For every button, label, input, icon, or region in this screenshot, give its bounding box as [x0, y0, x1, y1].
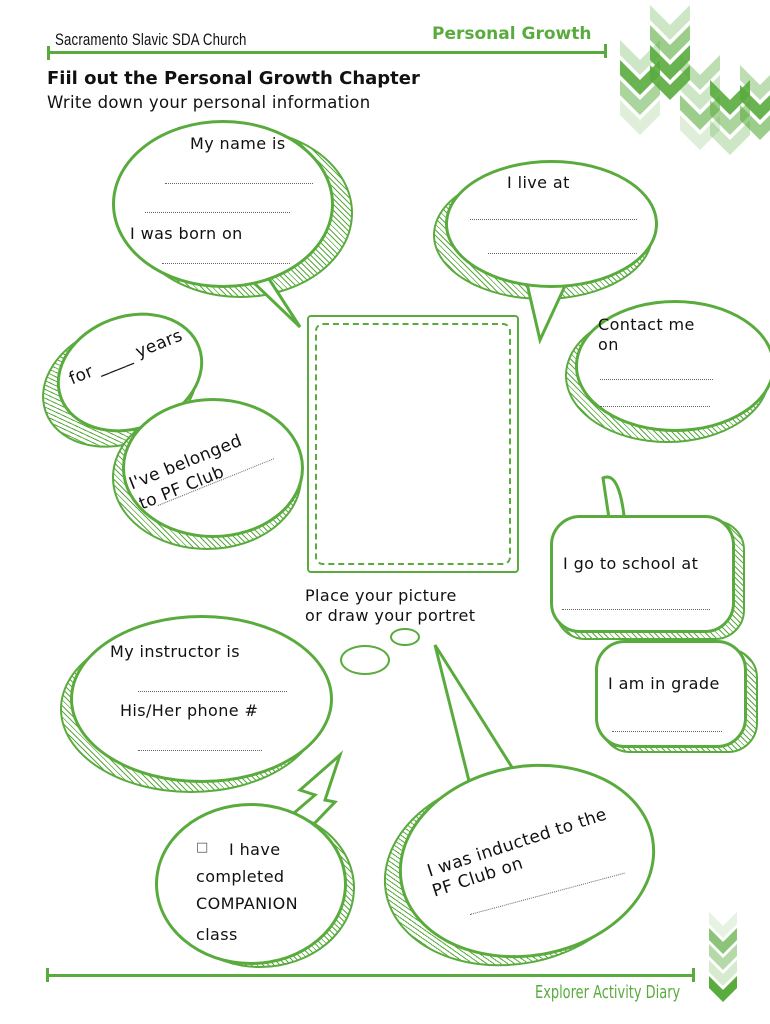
- name-field-line-2[interactable]: [145, 212, 290, 213]
- contact-label-2: on: [598, 335, 619, 354]
- picture-label-2: or draw your portret: [305, 606, 476, 625]
- phone-field-line[interactable]: [138, 750, 262, 751]
- birth-field-line[interactable]: [162, 263, 290, 264]
- chevron-decoration-icon: [709, 912, 737, 1002]
- org-name: Sacramento Slavic SDA Church: [55, 30, 247, 49]
- thought-bubble-icon: [390, 628, 420, 646]
- footer-title: Explorer Activity Diary: [535, 982, 681, 1003]
- grade-field-line[interactable]: [612, 731, 722, 732]
- page-subtitle: Write down your personal information: [47, 93, 371, 112]
- page-title: Fiil out the Personal Growth Chapter: [47, 68, 420, 89]
- grade-bubble: [595, 640, 747, 748]
- live-label: I live at: [507, 173, 570, 192]
- thought-bubble-icon: [340, 645, 390, 675]
- birth-label: I was born on: [130, 224, 243, 243]
- address-field-line-2[interactable]: [488, 253, 637, 254]
- name-bubble: [112, 120, 334, 288]
- belonged-bubble: [122, 398, 304, 538]
- contact-field-line-2[interactable]: [600, 406, 710, 407]
- footer-rule-tick: [692, 968, 695, 982]
- header-rule: [47, 51, 606, 54]
- chevron-decoration-icon: [620, 5, 770, 155]
- picture-frame[interactable]: [307, 315, 519, 573]
- name-label: My name is: [190, 134, 286, 153]
- section-title: Personal Growth: [432, 24, 592, 44]
- school-bubble: [550, 515, 735, 633]
- contact-field-line[interactable]: [600, 379, 713, 380]
- instructor-label: My instructor is: [110, 642, 240, 661]
- header-rule-tick: [604, 44, 607, 58]
- grade-label: I am in grade: [608, 674, 720, 693]
- school-label: I go to school at: [563, 554, 699, 573]
- phone-label: His/Her phone #: [120, 701, 259, 720]
- companion-label-1: I have: [229, 840, 281, 859]
- name-field-line[interactable]: [165, 183, 313, 184]
- header-rule-tick: [47, 46, 50, 60]
- companion-label-3: COMPANION: [196, 894, 298, 913]
- companion-label-4: class: [196, 925, 238, 944]
- instructor-bubble: [70, 615, 333, 783]
- companion-label-2: completed: [196, 867, 285, 886]
- contact-label-1: Contact me: [598, 315, 695, 334]
- footer-rule-tick: [46, 968, 49, 982]
- live-bubble: [445, 160, 658, 288]
- instructor-field-line[interactable]: [138, 691, 287, 692]
- footer-rule: [47, 974, 695, 977]
- school-field-line[interactable]: [562, 609, 710, 610]
- contact-bubble: [575, 300, 770, 432]
- picture-label-1: Place your picture: [305, 586, 457, 605]
- companion-bubble: [155, 803, 347, 965]
- companion-checkbox[interactable]: □: [196, 840, 209, 855]
- address-field-line[interactable]: [470, 219, 637, 220]
